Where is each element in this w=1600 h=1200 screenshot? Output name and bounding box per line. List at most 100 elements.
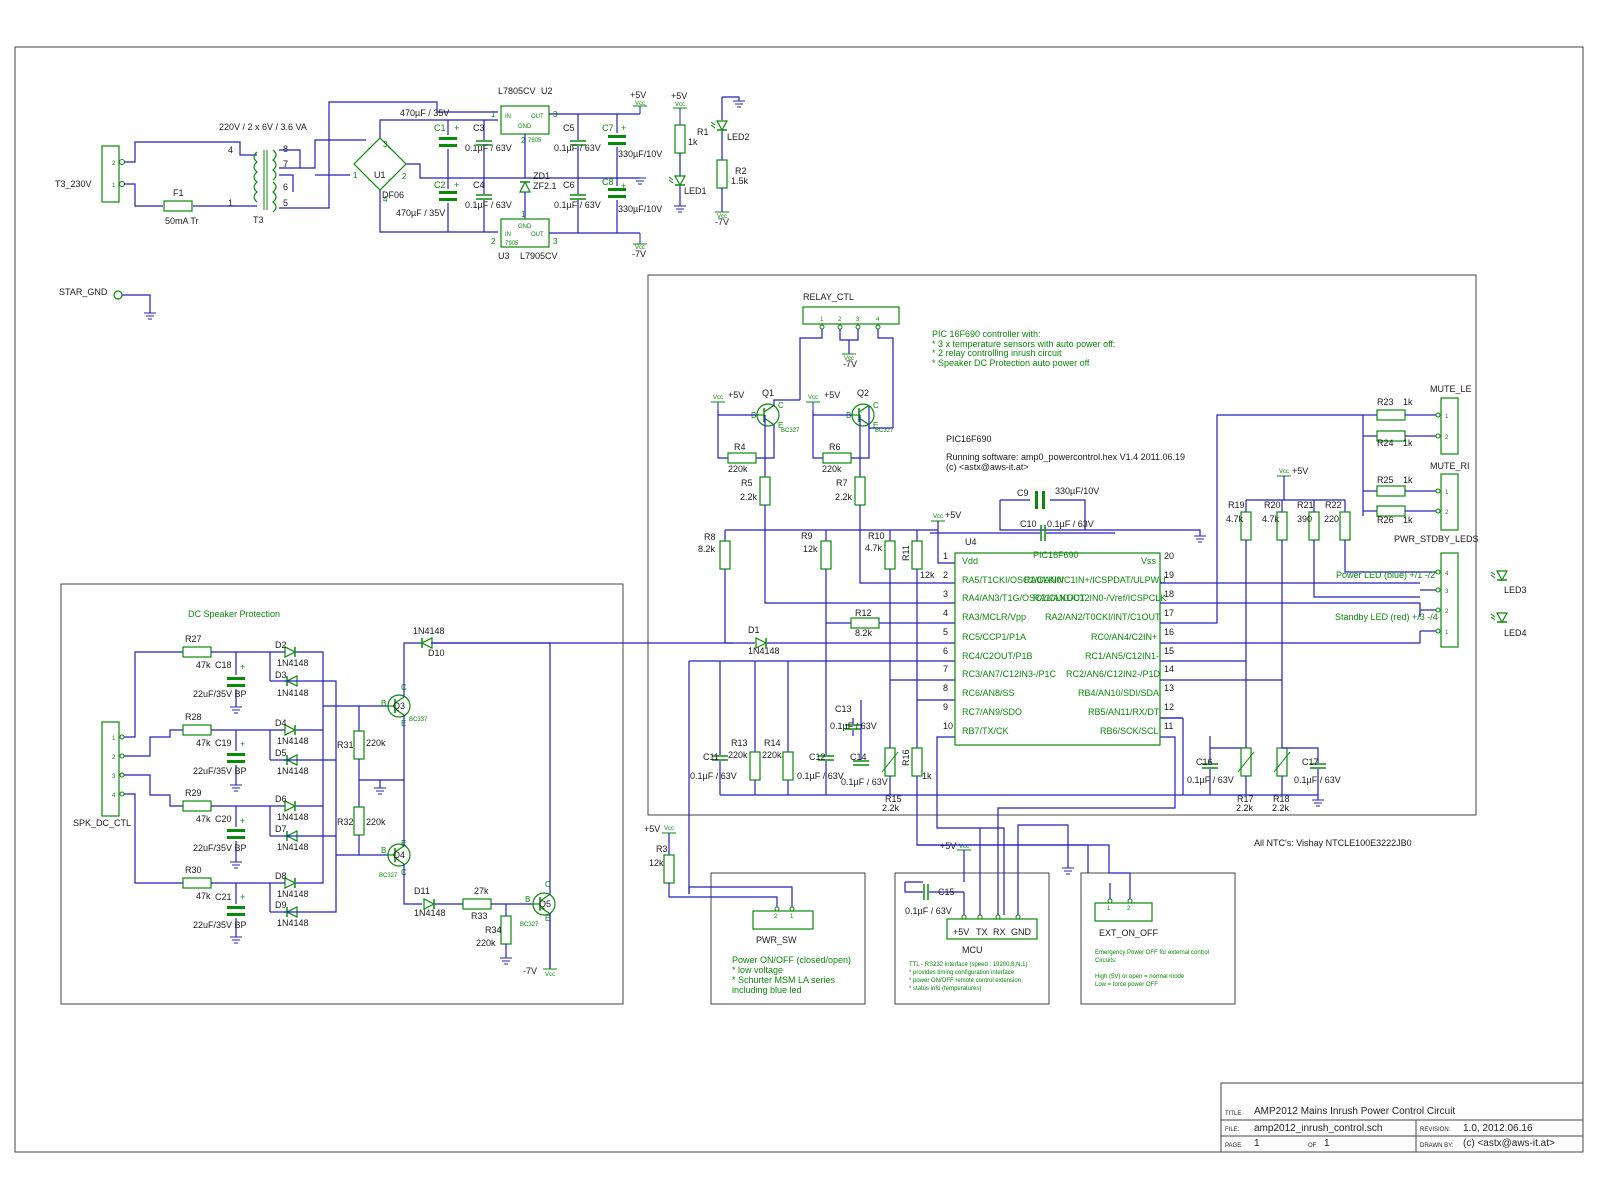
- svg-text:220: 220: [1324, 514, 1339, 524]
- c5-value: 0.1µF / 63V: [554, 143, 601, 153]
- svg-text:2.2k: 2.2k: [1236, 803, 1254, 813]
- svg-text:6: 6: [283, 182, 288, 192]
- svg-text:* power ON/OFF remote control: * power ON/OFF remote control extension: [909, 978, 1021, 984]
- svg-text:1N4148: 1N4148: [277, 889, 309, 899]
- svg-text:BC327: BC327: [379, 873, 398, 879]
- svg-text:12k: 12k: [649, 858, 664, 868]
- svg-text:4: 4: [228, 145, 233, 155]
- svg-text:C2: C2: [434, 180, 446, 190]
- svg-text:RC5/CCP1/P1A: RC5/CCP1/P1A: [962, 632, 1026, 642]
- svg-text:C: C: [873, 401, 879, 410]
- standby-led-note: Standby LED (red) +/3 -/4: [1335, 612, 1438, 622]
- pwr-stdby-leds-connector: [1440, 552, 1459, 648]
- svg-text:15: 15: [1164, 646, 1174, 656]
- svg-text:2: 2: [402, 172, 407, 181]
- svg-text:C5: C5: [563, 123, 575, 133]
- c1-value: 470µF / 35V: [400, 108, 449, 118]
- svg-text:2: 2: [1445, 609, 1449, 615]
- r10-resistor: [884, 540, 896, 570]
- svg-text:47k: 47k: [196, 738, 211, 748]
- svg-text:LED1: LED1: [684, 186, 707, 196]
- svg-text:+: +: [240, 892, 245, 902]
- svg-text:220k: 220k: [476, 938, 496, 948]
- svg-text:E: E: [545, 914, 550, 923]
- svg-text:R23: R23: [1377, 397, 1394, 407]
- svg-text:4: 4: [112, 793, 116, 799]
- svg-text:-7V: -7V: [715, 217, 729, 227]
- svg-text:C11: C11: [703, 752, 719, 762]
- led2: [710, 120, 728, 131]
- star-gnd-terminal: [113, 290, 123, 300]
- svg-text:B: B: [381, 846, 386, 855]
- r14-resistor: [782, 751, 794, 781]
- svg-text:5: 5: [943, 627, 948, 637]
- svg-text:220k: 220k: [728, 750, 748, 760]
- svg-text:6: 6: [943, 646, 948, 656]
- svg-text:4: 4: [1445, 571, 1449, 577]
- led4: [1490, 612, 1508, 623]
- svg-text:C12: C12: [809, 752, 826, 762]
- df06-label: DF06: [382, 190, 404, 200]
- svg-text:LED2: LED2: [727, 132, 750, 142]
- svg-text:3: 3: [856, 317, 860, 323]
- svg-text:Q3: Q3: [393, 701, 405, 711]
- svg-text:220k: 220k: [366, 817, 386, 827]
- svg-text:+5V: +5V: [940, 841, 956, 851]
- svg-text:2: 2: [491, 237, 496, 246]
- pwr-sw-label: PWR_SW: [756, 935, 797, 945]
- u3-name: L7905CV: [520, 251, 558, 261]
- svg-text:1.5k: 1.5k: [731, 176, 749, 186]
- svg-text:R34: R34: [485, 925, 502, 935]
- svg-text:27k: 27k: [474, 886, 489, 896]
- svg-text:C18: C18: [215, 660, 232, 670]
- svg-text:D3: D3: [275, 670, 287, 680]
- svg-text:1: 1: [228, 198, 233, 208]
- f1-fuse: [163, 200, 193, 212]
- svg-text:1: 1: [1445, 414, 1449, 420]
- svg-text:RA4/AN3/T1G/OSC2/CLKOUT: RA4/AN3/T1G/OSC2/CLKOUT: [962, 593, 1086, 603]
- svg-text:RC2/AN6/C12IN2-/P1D: RC2/AN6/C12IN2-/P1D: [1066, 669, 1161, 679]
- f1-label: F1: [173, 188, 184, 198]
- svg-text:~: ~: [368, 146, 372, 152]
- led3: [1490, 570, 1508, 581]
- t3-primary: [253, 151, 258, 203]
- c4-value: 0.1µF / 63V: [465, 200, 512, 210]
- svg-text:22uF/35V BP: 22uF/35V BP: [193, 920, 247, 930]
- svg-text:C: C: [545, 880, 551, 889]
- svg-text:1N4148: 1N4148: [277, 658, 309, 668]
- dc-protection-frame: [60, 583, 624, 1005]
- svg-text:* Schurter MSM LA series: * Schurter MSM LA series: [732, 975, 836, 985]
- svg-text:R25: R25: [1377, 475, 1394, 485]
- svg-text:Vcc: Vcc: [635, 101, 645, 107]
- svg-text:+5V: +5V: [671, 91, 687, 101]
- c2-value: 470µF / 35V: [396, 208, 445, 218]
- svg-text:RC4/C2OUT/P1B: RC4/C2OUT/P1B: [962, 651, 1033, 661]
- svg-text:Vss: Vss: [1141, 556, 1157, 566]
- u1-label: U1: [374, 170, 386, 180]
- svg-text:+: +: [454, 123, 459, 133]
- svg-text:High (5V) or open = normal mod: High (5V) or open = normal mode: [1095, 974, 1185, 980]
- svg-text:R33: R33: [471, 911, 488, 921]
- r32-resistor: [353, 806, 365, 836]
- svg-text:R18: R18: [1273, 794, 1290, 804]
- svg-text:22uF/35V BP: 22uF/35V BP: [193, 843, 247, 853]
- svg-text:+: +: [388, 146, 392, 152]
- svg-text:RC0/AN4/C2IN+: RC0/AN4/C2IN+: [1091, 632, 1157, 642]
- svg-text:including blue led: including blue led: [732, 985, 802, 995]
- svg-text:R8: R8: [704, 532, 716, 542]
- svg-text:D9: D9: [275, 900, 287, 910]
- svg-text:C17: C17: [1302, 757, 1319, 767]
- f1-value: 50mA Tr: [165, 216, 199, 226]
- xfmr-rating: 220V / 2 x 6V / 3.6 VA: [219, 122, 307, 132]
- svg-text:Vcc: Vcc: [808, 395, 818, 401]
- q1-transistor: [756, 403, 780, 427]
- svg-text:ZD1: ZD1: [533, 171, 550, 181]
- zd1-zener: [519, 181, 531, 193]
- t3-secondary-b: [272, 181, 277, 213]
- r34-resistor: [500, 915, 512, 945]
- svg-text:1N4148: 1N4148: [277, 688, 309, 698]
- pic-label: PIC16F690: [946, 434, 992, 444]
- pwr-stdby-leds-label: PWR_STDBY_LEDS: [1394, 534, 1479, 544]
- svg-text:R9: R9: [801, 531, 813, 541]
